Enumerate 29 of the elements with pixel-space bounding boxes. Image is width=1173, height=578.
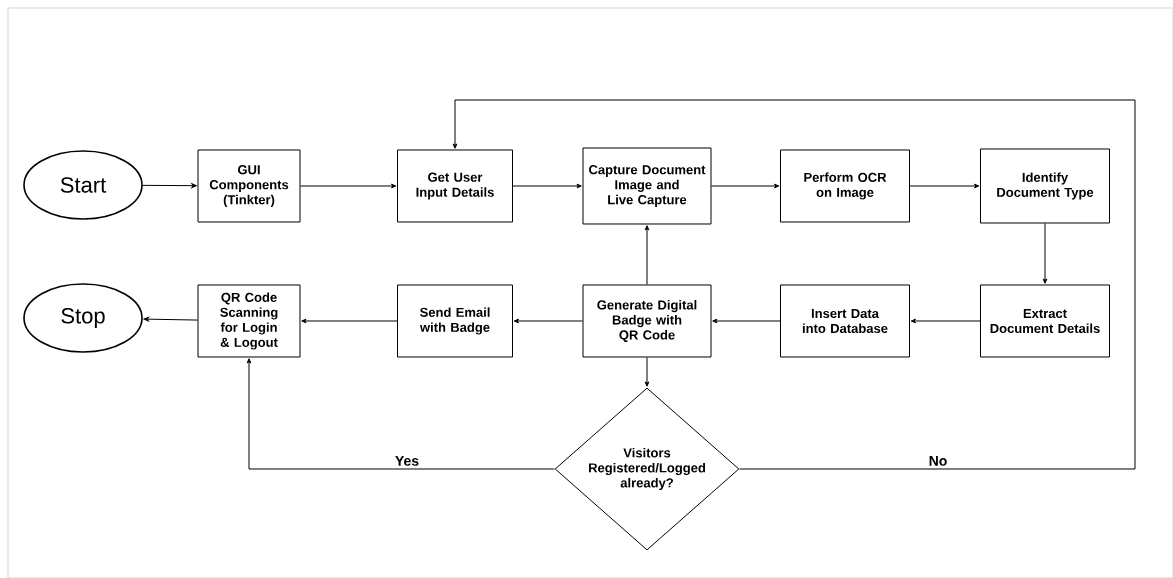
edge-label: Yes [393, 455, 421, 467]
arrow [909, 183, 980, 189]
terminal-oval: Stop [23, 283, 143, 353]
process-box: Extract Document Details [980, 284, 1110, 358]
process-box: Send Email with Badge [397, 284, 513, 358]
arrow [513, 318, 583, 324]
process-box: QR Code Scanning for Login & Logout [197, 284, 301, 358]
process-box: GUI Components (Tinkter) [197, 149, 301, 223]
arrow [910, 318, 981, 324]
arrow [143, 316, 198, 322]
arrow [512, 183, 582, 189]
arrow [246, 358, 555, 470]
terminal-oval: Start [23, 150, 143, 220]
arrow [711, 183, 780, 189]
arrow [452, 99, 1136, 470]
arrow [644, 357, 650, 387]
arrow [644, 225, 650, 285]
process-box: Generate Digital Badge with QR Code [582, 284, 712, 358]
process-box: Get User Input Details [397, 149, 513, 223]
arrow [300, 183, 397, 189]
arrow [301, 318, 398, 324]
arrow [1042, 223, 1048, 284]
process-box: Identify Document Type [980, 148, 1110, 224]
process-box: Capture Document Image and Live Capture [582, 147, 712, 225]
process-box: Insert Data into Database [780, 284, 910, 358]
arrow [142, 183, 197, 188]
arrow [712, 318, 781, 324]
edge-label: No [927, 455, 949, 467]
process-box: Perform OCR on Image [780, 149, 910, 223]
